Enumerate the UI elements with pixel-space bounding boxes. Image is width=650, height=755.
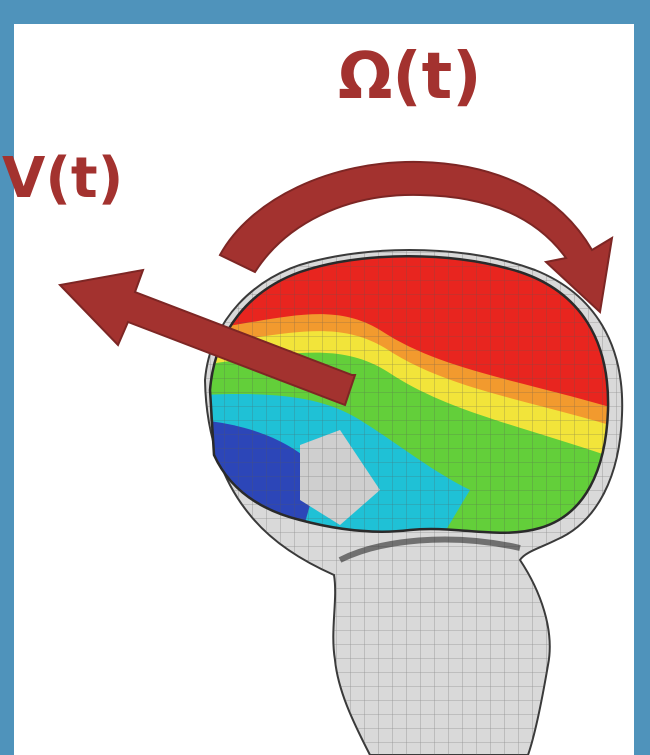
- brain-mesh-icon: [210, 256, 609, 533]
- angular-velocity-label: Ω(t): [338, 40, 482, 114]
- top-frame-bar: [0, 0, 650, 24]
- linear-velocity-label: V(t): [2, 146, 124, 211]
- rotation-arrow-icon: [218, 160, 614, 315]
- translation-arrow-icon: [57, 268, 357, 407]
